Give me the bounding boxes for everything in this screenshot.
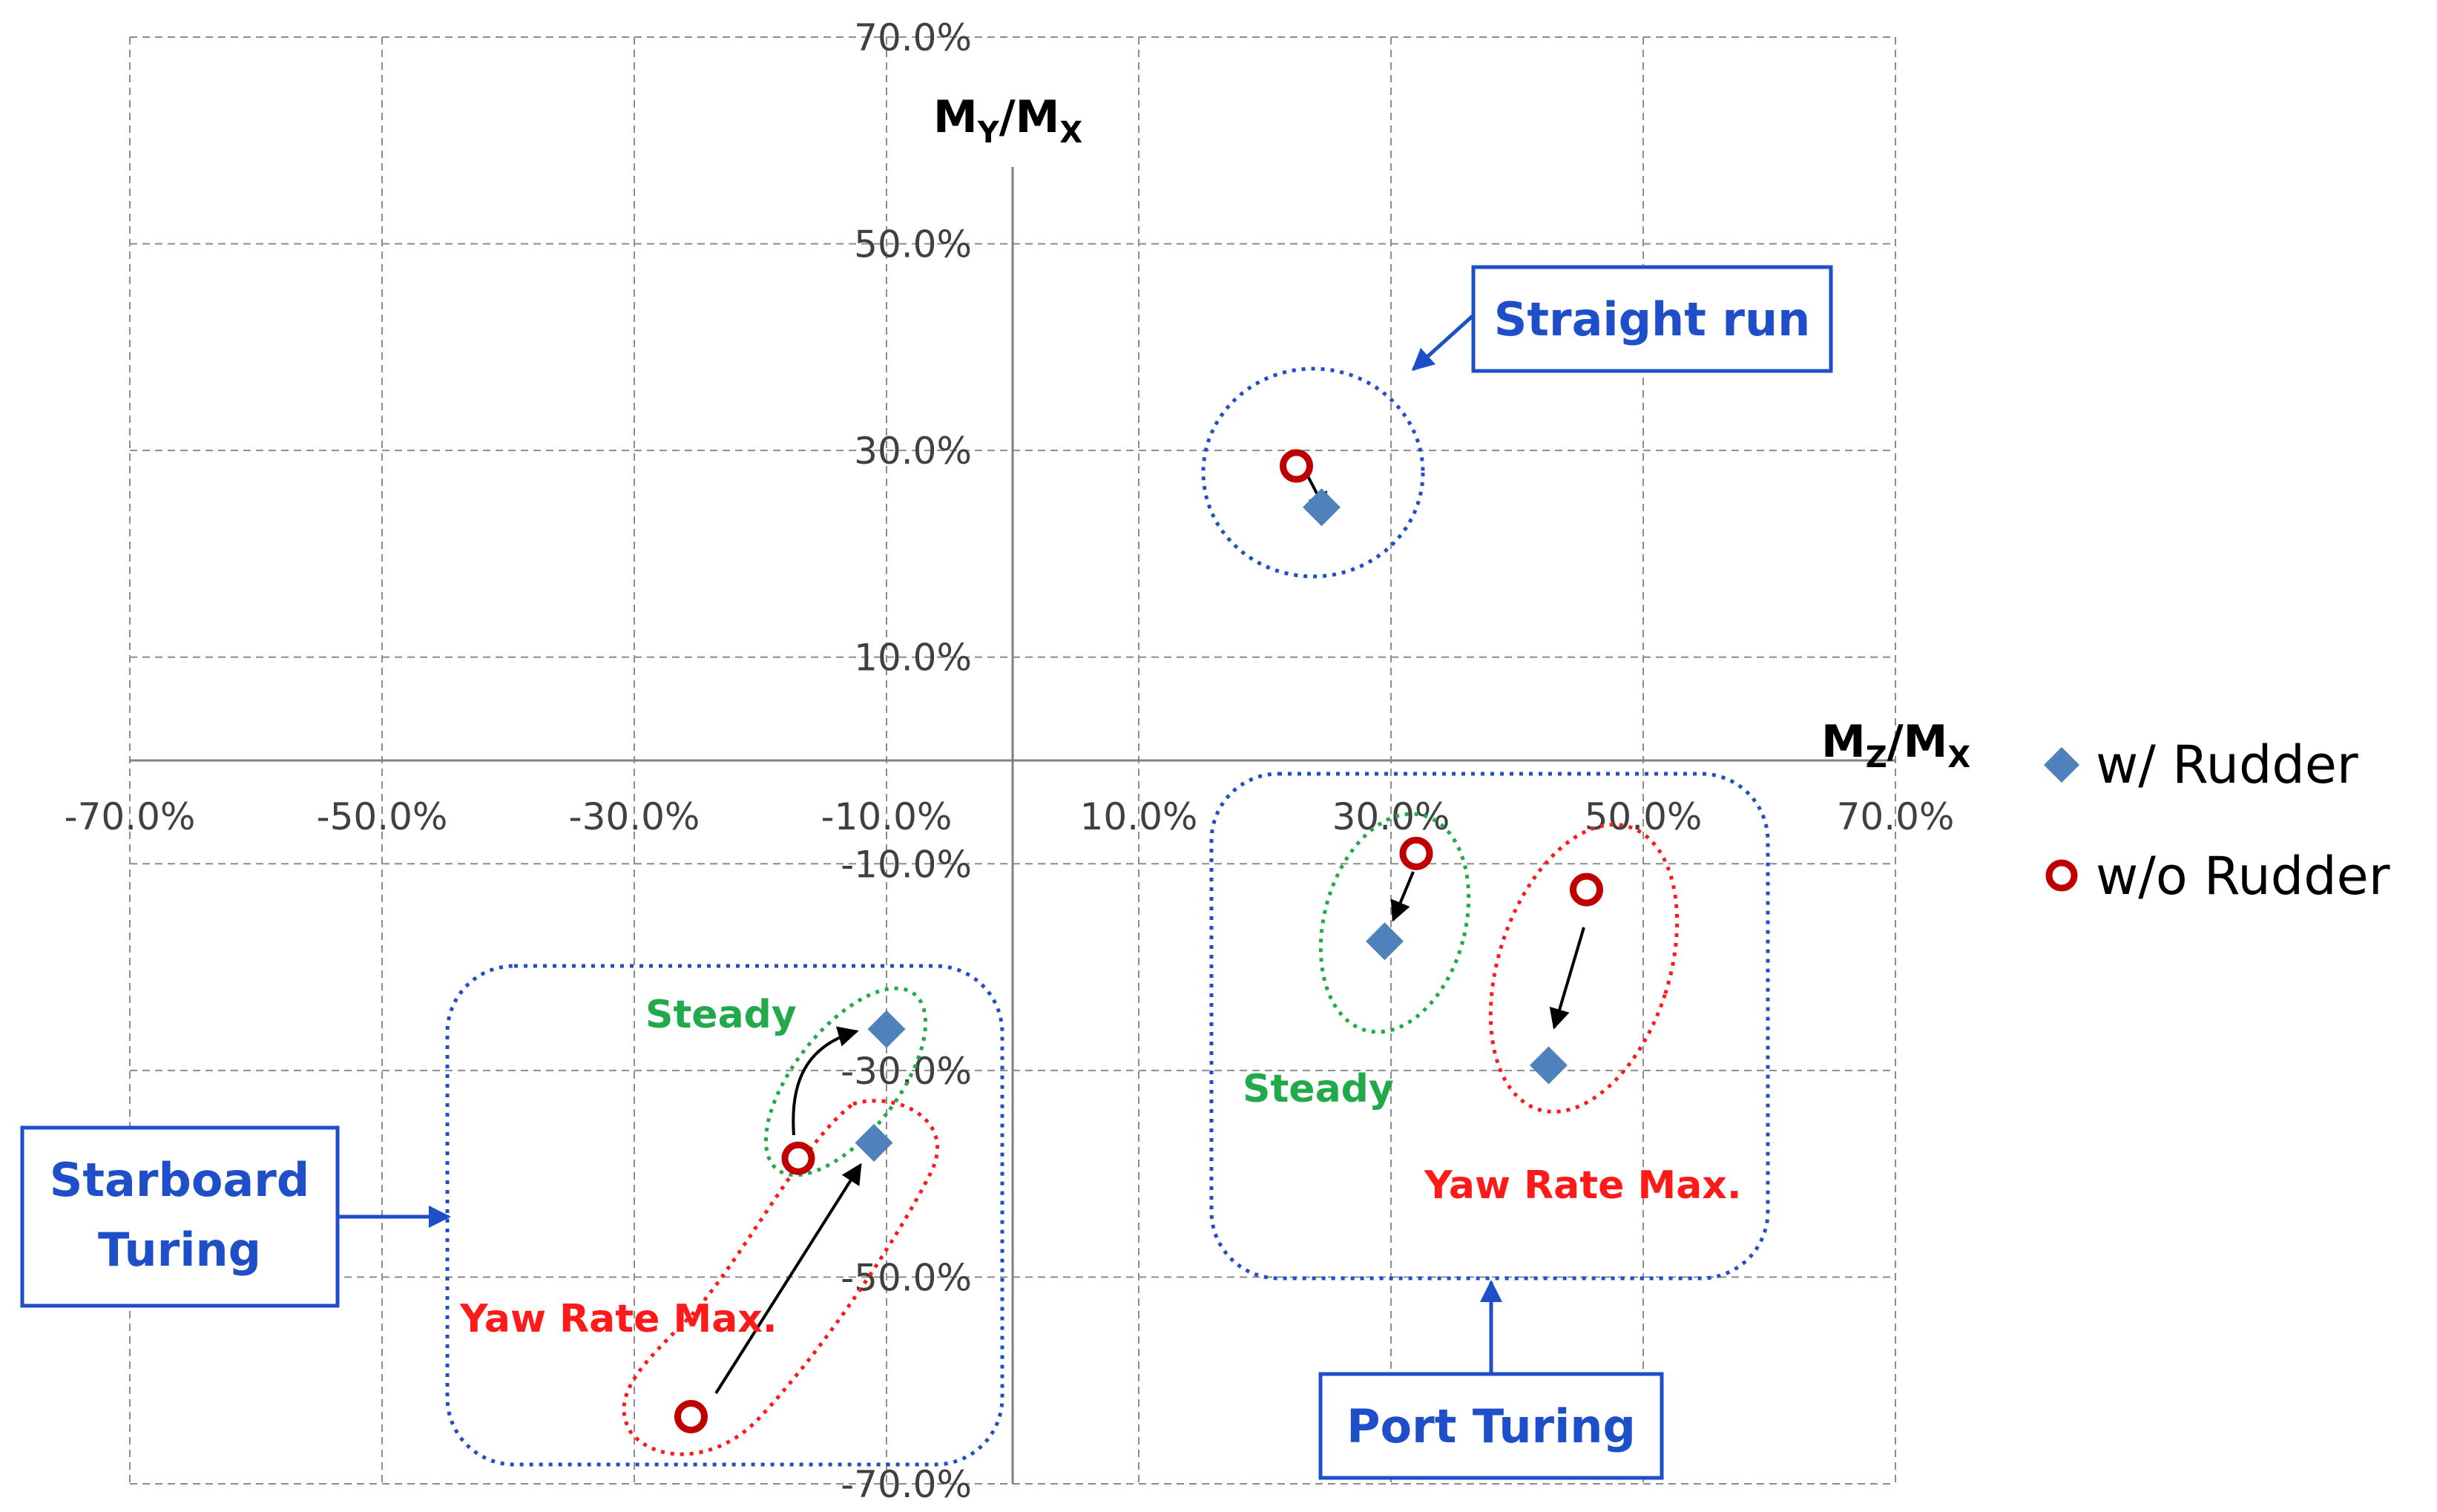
x-tick-label: 50.0% xyxy=(1585,795,1703,838)
movement-arrows xyxy=(714,474,1585,1395)
x-axis-title: MZ/MX xyxy=(1821,716,1970,775)
port-steady-outline xyxy=(1318,812,1471,1034)
starboard-turning-text-line2: Turing xyxy=(98,1223,261,1277)
point-with-rudder xyxy=(855,1123,893,1162)
x-tick-label: 70.0% xyxy=(1837,795,1955,838)
starboard-turning-text-line1: Starboard xyxy=(50,1153,309,1207)
legend-label-without-rudder: w/o Rudder xyxy=(2096,846,2390,907)
x-tick-label: 10.0% xyxy=(1080,795,1198,838)
straight-run-box xyxy=(1471,265,1833,373)
point-with-rudder xyxy=(1303,488,1341,527)
steady-label-port: Steady xyxy=(1243,1067,1394,1111)
arrow-port-steady xyxy=(1390,871,1415,922)
legend-label-with-rudder: w/ Rudder xyxy=(2096,734,2358,795)
starboard-turning-label: Starboard Turing xyxy=(20,1125,451,1308)
y-tick-label: -70.0% xyxy=(841,1463,972,1506)
group-outlines xyxy=(445,367,1770,1467)
y-tick-label: 30.0% xyxy=(854,430,972,473)
yaw-rate-label-starboard: Yaw Rate Max. xyxy=(459,1297,777,1341)
y-tick-label: 70.0% xyxy=(854,16,972,59)
steady-label-starboard: Steady xyxy=(645,993,797,1037)
y-tick-label: -10.0% xyxy=(841,843,972,886)
x-tick-label: -30.0% xyxy=(569,795,700,838)
legend: w/ Rudder w/o Rudder xyxy=(2043,734,2390,907)
tick-labels: -70.0% -50.0% -30.0% -10.0% 10.0% 30.0% 50.0% 7… xyxy=(65,16,1955,1506)
starboard-yaw-outline xyxy=(622,1099,939,1456)
arrow-starboard-steady xyxy=(792,1026,859,1136)
y-tick-label: 50.0% xyxy=(854,223,972,266)
straight-run-label: Straight run xyxy=(1411,265,1833,373)
legend-marker-with-rudder xyxy=(2043,746,2080,783)
legend-marker-without-rudder xyxy=(2045,859,2078,892)
port-turning-box xyxy=(1318,1372,1664,1480)
starboard-turning-outline xyxy=(445,964,1004,1467)
port-yaw-outline xyxy=(1488,822,1680,1114)
y-axis-title: MY/MX xyxy=(933,91,1082,150)
point-with-rudder xyxy=(867,1010,906,1048)
x-tick-label: -70.0% xyxy=(65,795,196,838)
port-turning-text: Port Turing xyxy=(1346,1399,1636,1453)
straight-run-pointer xyxy=(1411,314,1475,372)
yaw-rate-label-port: Yaw Rate Max. xyxy=(1424,1163,1742,1208)
point-without-rudder xyxy=(1570,872,1603,907)
point-without-rudder xyxy=(1399,836,1433,870)
point-without-rudder xyxy=(781,1141,815,1175)
point-without-rudder xyxy=(674,1399,708,1433)
arrow-starboard-yaw xyxy=(714,1163,862,1395)
axes xyxy=(130,167,1895,1484)
straight-run-text: Straight run xyxy=(1494,292,1811,346)
data-points xyxy=(674,449,1603,1433)
y-tick-label: -30.0% xyxy=(841,1050,972,1093)
port-turning-label: Port Turing xyxy=(1318,1280,1664,1480)
straight-run-outline xyxy=(1201,367,1425,579)
point-with-rudder xyxy=(1366,922,1404,961)
arrow-port-yaw xyxy=(1549,927,1585,1030)
point-without-rudder xyxy=(1280,449,1313,483)
y-tick-label: 10.0% xyxy=(854,637,972,680)
x-tick-label: -50.0% xyxy=(317,795,448,838)
y-tick-label: -50.0% xyxy=(841,1256,972,1299)
starboard-steady-outline xyxy=(763,986,928,1177)
point-with-rudder xyxy=(1530,1046,1568,1085)
x-tick-label: -10.0% xyxy=(821,795,953,838)
x-tick-label: 30.0% xyxy=(1332,795,1450,838)
